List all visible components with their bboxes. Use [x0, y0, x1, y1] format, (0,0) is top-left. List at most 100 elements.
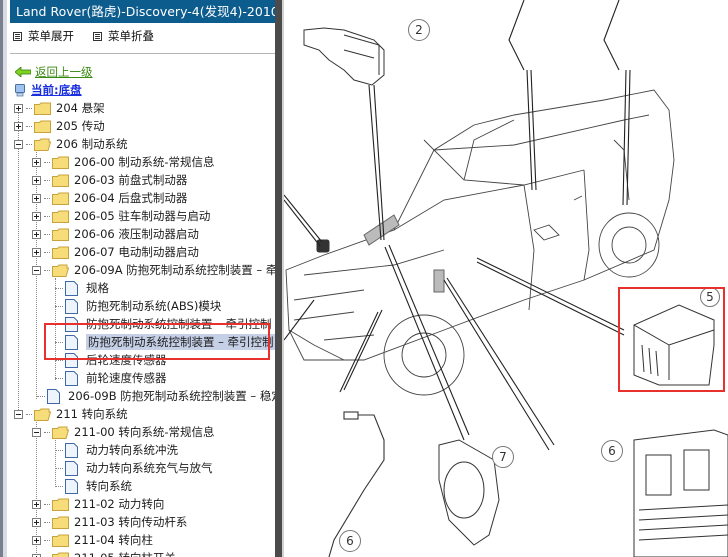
collapse-menu-label: 菜单折叠 — [108, 29, 154, 43]
document-title-bar: Land Rover(路虎)-Discovery-4(发现4)-2010-2 — [10, 0, 275, 23]
pane-splitter[interactable] — [275, 0, 284, 557]
component-6-fusebox-drawing — [633, 429, 728, 557]
component-marker — [433, 269, 445, 293]
expand-menu-button[interactable]: 菜单展开 — [13, 28, 74, 44]
document-icon — [65, 280, 78, 296]
collapse-toggle-icon[interactable] — [14, 409, 23, 419]
tree-connector — [36, 422, 37, 557]
tree-doc-206-09b[interactable]: 206-09B 防抱死制动系统控制装置 – 稳定性控制 — [37, 387, 275, 405]
tree-node-label: 211-00 转向系统-常规信息 — [74, 425, 215, 439]
open-folder-icon — [52, 426, 69, 439]
back-arrow-icon — [15, 67, 31, 77]
tree-node-211-05[interactable]: 211-05 转向柱开关 — [32, 549, 176, 557]
tree-doc-rear-wheel-sensor[interactable]: 后轮速度传感器 — [55, 351, 167, 369]
tree-node-211-00[interactable]: 211-00 转向系统-常规信息 — [32, 423, 215, 441]
tree-node-211-02[interactable]: 211-02 动力转向 — [32, 495, 164, 513]
expand-toggle-icon[interactable] — [14, 103, 23, 113]
expand-toggle-icon[interactable] — [32, 211, 41, 221]
folder-icon — [52, 498, 69, 511]
collapse-toggle-icon[interactable] — [32, 265, 41, 275]
open-folder-icon — [52, 264, 69, 277]
tree-doc-front-wheel-sensor[interactable]: 前轮速度传感器 — [55, 369, 167, 387]
tree-node-204[interactable]: 204 悬架 — [14, 99, 105, 117]
document-icon — [65, 478, 78, 494]
tree-node-211[interactable]: 211 转向系统 — [14, 405, 128, 423]
expand-toggle-icon[interactable] — [32, 553, 41, 557]
folder-icon — [52, 246, 69, 259]
tree-node-211-03[interactable]: 211-03 转向传动杆系 — [32, 513, 187, 531]
tree-doc-abs-module[interactable]: 防抱死制动系统(ABS)模块 — [55, 297, 221, 315]
expand-toggle-icon[interactable] — [32, 517, 41, 527]
expand-toggle-icon[interactable] — [32, 193, 41, 203]
tree-doc-label: 动力转向系统冲洗 — [86, 443, 178, 457]
expand-menu-label: 菜单展开 — [28, 29, 74, 43]
tree-node-206[interactable]: 206 制动系统 — [14, 135, 128, 153]
tree-node-label: 206-04 后盘式制动器 — [74, 191, 188, 205]
highlight-annotation-box — [44, 323, 270, 360]
expand-toggle-icon[interactable] — [32, 157, 41, 167]
tree-doc-traction-control-selected[interactable]: 防抱死制动系统控制装置 – 牵引控制 — [55, 333, 275, 351]
expand-toggle-icon[interactable] — [32, 175, 41, 185]
collapse-toggle-icon[interactable] — [14, 139, 23, 149]
document-icon — [65, 442, 78, 458]
tree-node-label: 204 悬架 — [56, 101, 105, 115]
tree-connector — [55, 440, 56, 487]
callout-2: 2 — [408, 19, 430, 41]
component-marker — [363, 214, 400, 246]
divider — [10, 53, 275, 54]
tree-node-label: 206-05 驻车制动器与启动 — [74, 209, 211, 223]
component-marker — [316, 239, 330, 253]
tree-connector — [36, 152, 37, 399]
tree-node-206-06[interactable]: 206-06 液压制动器启动 — [32, 225, 199, 243]
tree-node-206-03[interactable]: 206-03 前盘式制动器 — [32, 171, 187, 189]
tree-node-206-00[interactable]: 206-00 制动系统-常规信息 — [32, 153, 215, 171]
folder-icon — [52, 228, 69, 241]
folder-icon — [52, 552, 69, 557]
tree-doc-label: 动力转向系统充气与放气 — [86, 461, 213, 475]
tree-node-206-05[interactable]: 206-05 驻车制动器与启动 — [32, 207, 210, 225]
tree-doc-label: 206-09B 防抱死制动系统控制装置 – 稳定性控制 — [68, 389, 275, 403]
expand-toggle-icon[interactable] — [14, 121, 23, 131]
tree-node-label: 206 制动系统 — [56, 137, 128, 151]
document-icon — [65, 352, 78, 368]
expand-toggle-icon[interactable] — [32, 499, 41, 509]
tree-node-211-04[interactable]: 211-04 转向柱 — [32, 531, 153, 549]
tree-doc-ps-fill-bleed[interactable]: 动力转向系统充气与放气 — [55, 459, 213, 477]
tree-node-label: 211-04 转向柱 — [74, 533, 153, 547]
expand-toggle-icon[interactable] — [32, 535, 41, 545]
tree-connector — [55, 278, 56, 380]
back-link-label: 返回上一级 — [35, 65, 93, 79]
tree-node-206-07[interactable]: 206-07 电动制动器启动 — [32, 243, 199, 261]
document-icon — [65, 298, 78, 314]
back-link[interactable]: 返回上一级 — [15, 64, 93, 80]
folder-icon — [34, 120, 51, 133]
tree-doc-label: 后轮速度传感器 — [86, 353, 167, 367]
collapse-menu-button[interactable]: 菜单折叠 — [93, 28, 154, 44]
tree-node-label: 205 传动 — [56, 119, 105, 133]
vehicle-component-diagram — [284, 0, 728, 557]
vehicle-illustration — [285, 89, 675, 396]
tree-doc-label: 防抱死制动系统控制装置 – 牵引控制 — [86, 334, 275, 350]
tree-node-label: 211-05 转向柱开关 — [74, 550, 176, 557]
tree-node-label: 211-02 动力转向 — [74, 497, 165, 511]
tree-doc-spec[interactable]: 规格 — [55, 279, 109, 297]
document-icon — [65, 460, 78, 476]
open-folder-icon — [34, 408, 51, 421]
tree-node-label: 206-03 前盘式制动器 — [74, 173, 188, 187]
tree-node-label: 206-06 液压制动器启动 — [74, 227, 199, 241]
tree-doc-steering-system[interactable]: 转向系统 — [55, 477, 132, 495]
navigation-pane: Land Rover(路虎)-Discovery-4(发现4)-2010-2 菜… — [0, 0, 275, 557]
callout-6-fusebox: 6 — [601, 440, 623, 462]
component-2-drawing — [303, 27, 385, 86]
expand-toggle-icon[interactable] — [32, 229, 41, 239]
tree-node-205[interactable]: 205 传动 — [14, 117, 105, 135]
tree-node-206-04[interactable]: 206-04 后盘式制动器 — [32, 189, 187, 207]
expand-toggle-icon[interactable] — [32, 247, 41, 257]
collapse-toggle-icon[interactable] — [32, 427, 41, 437]
highlight-annotation-box — [618, 287, 725, 392]
tree-node-206-09a[interactable]: 206-09A 防抱死制动系统控制装置 – 牵引控制 — [32, 261, 275, 279]
callout-6-sensor: 6 — [339, 530, 361, 552]
folder-icon — [52, 156, 69, 169]
tree-doc-ps-flush[interactable]: 动力转向系统冲洗 — [55, 441, 178, 459]
folder-icon — [34, 102, 51, 115]
